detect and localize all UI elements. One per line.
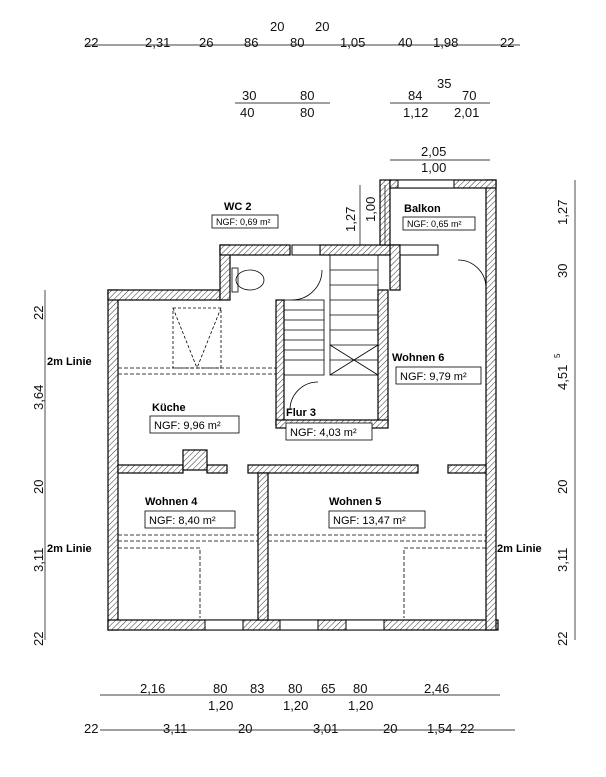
- staircase: [283, 254, 379, 376]
- room-wohnen5: Wohnen 5 NGF: 13,47 m²: [328, 496, 426, 529]
- room-area-wc2: NGF: 0,69 m²: [216, 217, 271, 227]
- dim-left-0: 22: [31, 306, 46, 320]
- dim-bottom1-2: 1,20: [208, 698, 233, 713]
- dim-top1-9: 1,98: [433, 35, 458, 50]
- dims-bottom-2: 22 3,11 20 3,01 20 1,54 22: [84, 721, 474, 736]
- dim-bottom2-1: 3,11: [163, 721, 187, 736]
- room-name-wohnen6: Wohnen 6: [392, 352, 444, 364]
- dimension-lines: [44, 44, 576, 731]
- dim-top1-8: 40: [398, 35, 412, 50]
- room-area-wohnen5: NGF: 13,47 m²: [333, 515, 406, 527]
- dim-bottom1-9: 2,46: [424, 681, 449, 696]
- room-area-balkon: NGF: 0,65 m²: [407, 219, 462, 229]
- room-wohnen4: Wohnen 4 NGF: 8,40 m²: [144, 496, 236, 529]
- dim-top2a-2: 80: [300, 88, 314, 103]
- skylight: [172, 307, 222, 369]
- dim-bottom1-7: 80: [353, 681, 367, 696]
- note-2m-line-left-top: 2m Linie: [47, 356, 92, 368]
- room-name-flur3: Flur 3: [286, 407, 316, 419]
- room-wc2: WC 2 NGF: 0,69 m²: [211, 201, 279, 229]
- two-meter-lines: [118, 367, 486, 618]
- dim-top2b-2: 70: [462, 88, 476, 103]
- dim-bottom2-0: 22: [84, 721, 98, 736]
- dim-top2b-4: 2,01: [454, 105, 479, 120]
- dim-bottom2-5: 1,54: [427, 721, 452, 736]
- note-2m-line-left-bottom: 2m Linie: [47, 543, 92, 555]
- dim-top1-4: 20: [270, 19, 284, 34]
- dim-bottom2-6: 22: [460, 721, 474, 736]
- dims-top-1: 22 2,31 26 86 20 80 20 1,05 40 1,98 22: [84, 19, 514, 50]
- dim-left-3: 3,11: [31, 548, 46, 572]
- dim-bottom2-4: 20: [383, 721, 397, 736]
- dim-top3-0: 2,05: [421, 144, 446, 159]
- doors: [289, 259, 487, 411]
- dim-top2a-1: 40: [240, 105, 254, 120]
- dim-top2a-0: 30: [242, 88, 256, 103]
- room-name-wohnen5: Wohnen 5: [329, 496, 381, 508]
- room-area-wohnen4: NGF: 8,40 m²: [149, 515, 216, 527]
- dim-right-3: 5: [553, 353, 562, 358]
- dim-top2b-1: 84: [408, 88, 422, 103]
- dim-bottom1-5: 1,20: [283, 698, 308, 713]
- dim-top1-6: 20: [315, 19, 329, 34]
- room-name-wc2: WC 2: [224, 201, 252, 213]
- dim-top2b-3: 1,12: [403, 105, 428, 120]
- room-flur3: Flur 3 NGF: 4,03 m²: [285, 407, 373, 441]
- dim-right-4: 20: [555, 480, 570, 494]
- dim-balk-v-0: 1,27: [343, 207, 358, 232]
- room-name-kueche: Küche: [152, 402, 186, 414]
- room-name-wohnen4: Wohnen 4: [145, 496, 198, 508]
- dim-bottom1-8: 1,20: [348, 698, 373, 713]
- room-balkon: Balkon NGF: 0,65 m²: [402, 203, 476, 231]
- dim-right-0: 1,27: [555, 200, 570, 225]
- dim-top1-7: 1,05: [340, 35, 365, 50]
- dim-top1-2: 26: [199, 35, 213, 50]
- dim-bottom1-3: 83: [250, 681, 264, 696]
- dim-bottom2-2: 20: [238, 721, 252, 736]
- dims-left: 22 3,64 20 3,11 22: [31, 306, 46, 646]
- windows: [204, 179, 455, 631]
- dim-top1-5: 80: [290, 35, 304, 50]
- room-name-balkon: Balkon: [404, 203, 441, 215]
- dim-right-6: 22: [555, 632, 570, 646]
- note-2m-line-right: 2m Linie: [497, 543, 542, 555]
- room-kueche: Küche NGF: 9,96 m²: [149, 402, 240, 434]
- dim-top3-1: 1,00: [421, 160, 446, 175]
- dims-top-3: 2,05 1,00: [421, 144, 446, 175]
- dim-top1-1: 2,31: [145, 35, 170, 50]
- dims-bottom-1: 2,16 80 1,20 83 80 1,20 65 80 1,20 2,46: [140, 681, 449, 713]
- dim-top1-0: 22: [84, 35, 98, 50]
- dim-bottom2-3: 3,01: [313, 721, 338, 736]
- room-area-kueche: NGF: 9,96 m²: [154, 420, 221, 432]
- room-area-flur3: NGF: 4,03 m²: [290, 427, 357, 439]
- dim-top2b-0: 35: [437, 76, 451, 91]
- wc-fixtures: [231, 267, 265, 293]
- dim-balk-v-1: 1,00: [363, 197, 378, 222]
- dim-bottom1-4: 80: [288, 681, 302, 696]
- dims-balkon-vertical: 1,27 1,00: [343, 197, 378, 232]
- dims-right: 1,27 30 4,51 5 20 3,11 22: [553, 200, 570, 646]
- room-wohnen6: Wohnen 6 NGF: 9,79 m²: [392, 352, 482, 385]
- dim-bottom1-6: 65: [321, 681, 335, 696]
- dim-right-2: 4,51: [555, 365, 570, 390]
- dim-left-2: 20: [31, 480, 46, 494]
- dims-top-2: 30 40 80 80 35 84 70 1,12 2,01: [240, 76, 479, 120]
- dim-left-4: 22: [31, 632, 46, 646]
- dim-bottom1-0: 2,16: [140, 681, 165, 696]
- dim-top2a-3: 80: [300, 105, 314, 120]
- dim-right-1: 30: [555, 264, 570, 278]
- room-area-wohnen6: NGF: 9,79 m²: [400, 371, 467, 383]
- dim-top1-3: 86: [244, 35, 258, 50]
- dim-left-1: 3,64: [31, 385, 46, 410]
- dim-top1-10: 22: [500, 35, 514, 50]
- dim-bottom1-1: 80: [213, 681, 227, 696]
- dim-right-5: 3,11: [555, 548, 570, 572]
